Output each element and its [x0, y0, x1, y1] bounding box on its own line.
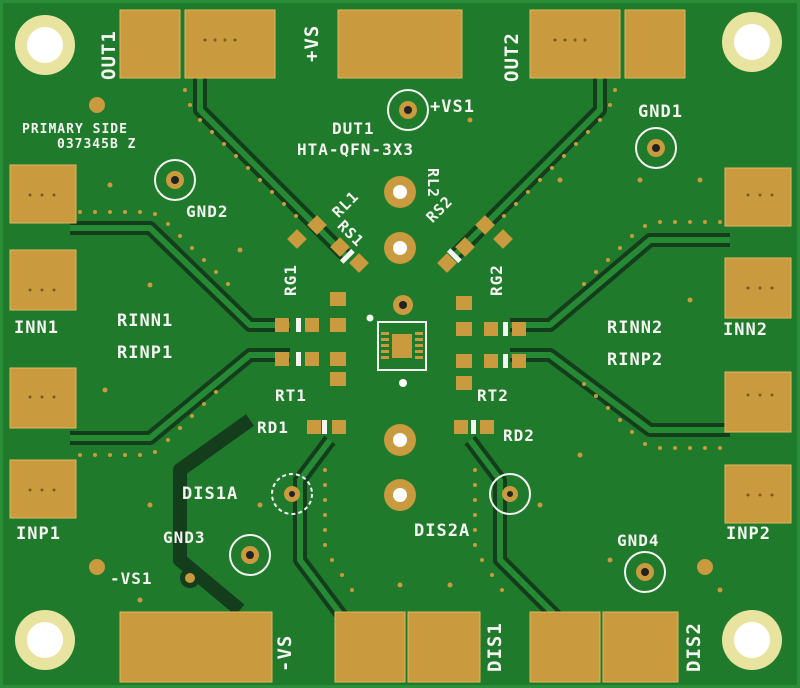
pad-vias: [28, 38, 774, 497]
stitching-vias: [78, 88, 723, 603]
connector-label-out2: OUT2: [501, 32, 523, 82]
connector-label-inn1: INN1: [14, 318, 59, 338]
testpoint-label-vs1-neg: -VS1: [110, 569, 153, 588]
connector-label-out1: OUT1: [98, 30, 120, 80]
connector-label-dis2: DIS2: [683, 622, 705, 672]
pad-dis1-gnd: [334, 611, 406, 683]
silk-marks: [296, 248, 508, 434]
label-rt1: RT1: [275, 386, 307, 405]
label-rinn1: RINN1: [117, 311, 174, 331]
board-part-number: 037345B Z: [57, 137, 137, 152]
pad-inp2-gnd: [724, 464, 792, 524]
connector-label-vs-neg: -VS: [274, 634, 296, 672]
connector-label-inp1: INP1: [16, 524, 61, 544]
label-rt2: RT2: [477, 386, 509, 405]
pad-inn2: [724, 257, 792, 319]
mounting-holes: [15, 12, 782, 670]
center-holes: [384, 176, 416, 511]
label-rd1: RD1: [257, 418, 289, 437]
pad-inp2: [724, 371, 792, 433]
test-points: [89, 89, 713, 593]
label-rinp2: RINP2: [607, 350, 664, 370]
testpoint-label-vs1-pos: +VS1: [430, 97, 475, 117]
testpoint-label-gnd3: GND3: [163, 528, 206, 547]
pad-inn1: [9, 249, 77, 311]
label-rg2: RG2: [487, 264, 506, 296]
pad-dis2: [602, 611, 679, 683]
label-rinp1: RINP1: [117, 343, 174, 363]
pad-out1: [184, 9, 276, 79]
label-rd2: RD2: [503, 426, 535, 445]
connector-label-inp2: INP2: [726, 524, 771, 544]
pad-out1-gnd-left: [119, 9, 181, 79]
pad-out2: [529, 9, 621, 79]
testpoint-label-dis2a: DIS2A: [414, 521, 471, 541]
pad-vs-pos: [337, 9, 463, 79]
connector-label-inn2: INN2: [723, 320, 768, 340]
connector-label-vs-pos: +VS: [301, 24, 323, 62]
label-rl2: RL2: [424, 168, 442, 199]
testpoint-label-gnd4: GND4: [617, 531, 660, 550]
label-rg1: RG1: [281, 264, 300, 296]
pad-dis2-gnd: [529, 611, 601, 683]
pad-inn2-gnd: [724, 167, 792, 227]
pad-vs-neg: [119, 611, 273, 683]
smd-pads: [275, 215, 526, 434]
pad-out2-gnd-right: [624, 9, 686, 79]
testpoint-label-gnd2: GND2: [186, 202, 229, 221]
testpoint-label-gnd1: GND1: [638, 102, 683, 122]
pad-dis1: [407, 611, 481, 683]
board-title: PRIMARY SIDE: [22, 122, 128, 137]
device-label: DUT1: [332, 119, 375, 138]
qfn-ic: [366, 314, 427, 371]
connector-label-dis1: DIS1: [484, 622, 506, 672]
testpoint-label-dis1a: DIS1A: [182, 484, 239, 504]
label-rinn2: RINN2: [607, 318, 664, 338]
package-label: HTA-QFN-3X3: [297, 140, 414, 159]
